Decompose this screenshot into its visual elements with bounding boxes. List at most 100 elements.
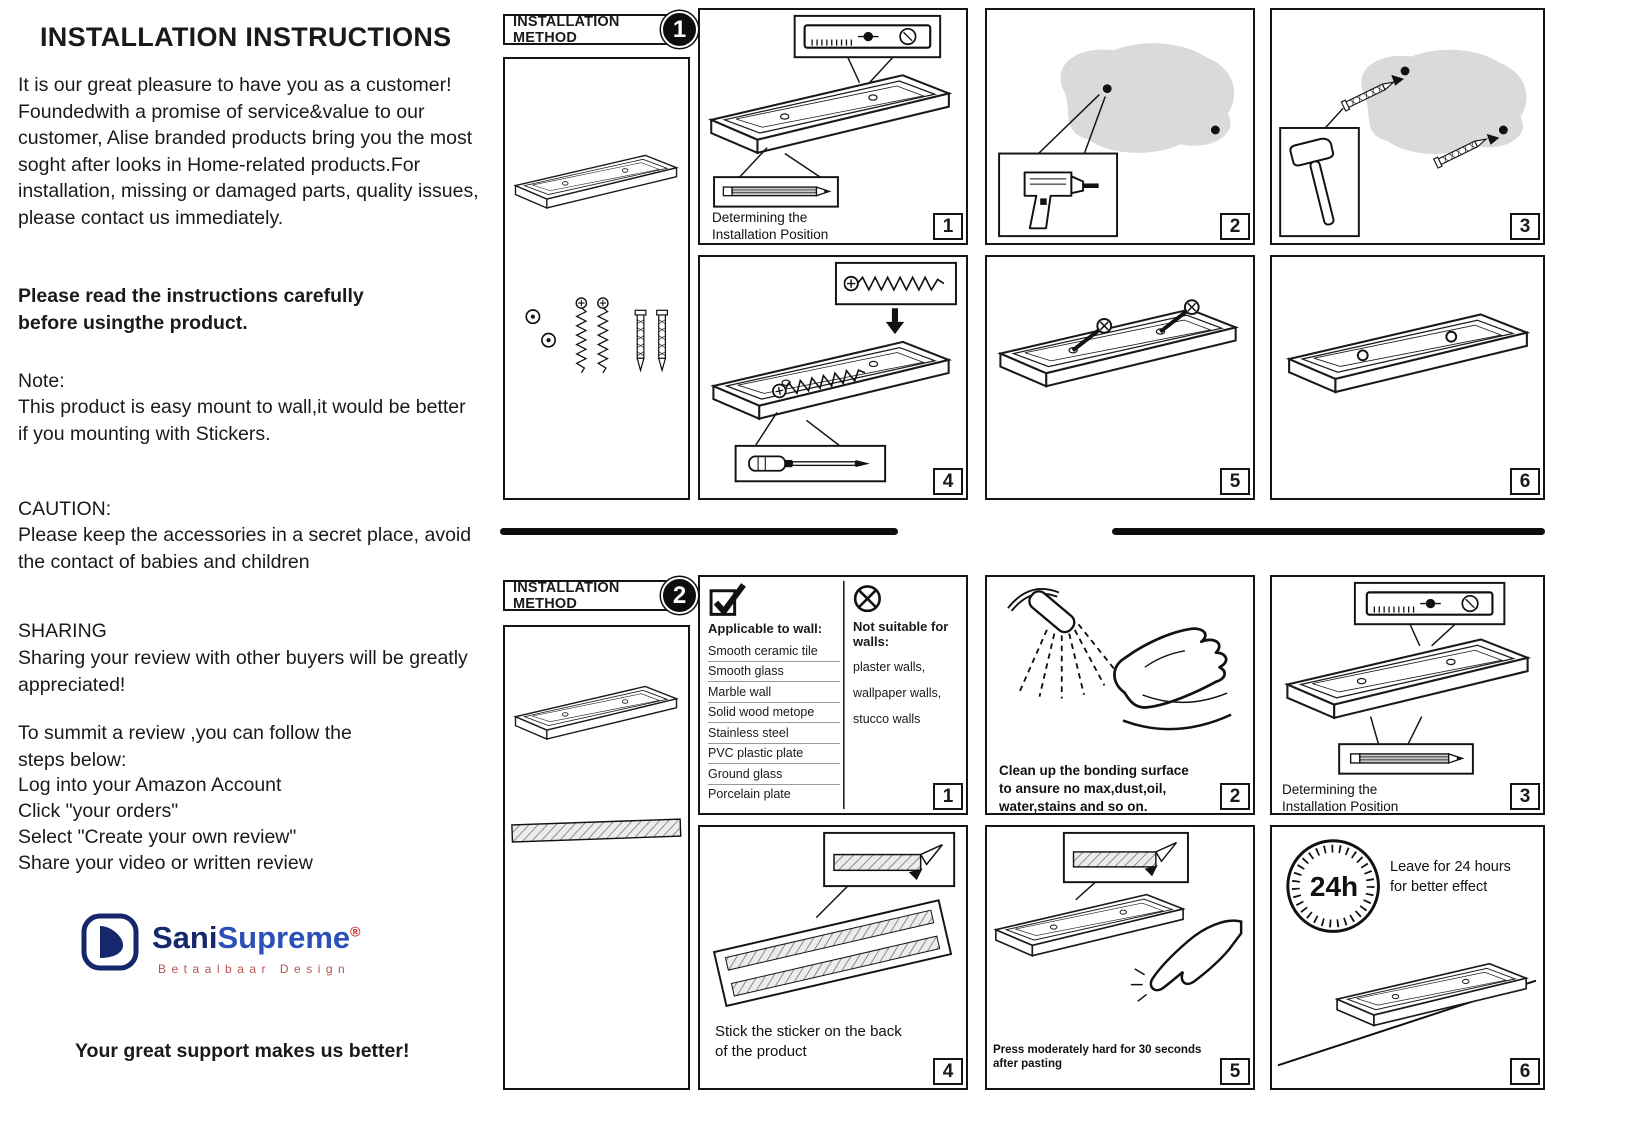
step-number-badge: 2: [1220, 783, 1250, 810]
no-symbol-icon: [853, 585, 881, 613]
intro-paragraph: It is our great pleasure to have you as …: [18, 74, 479, 229]
method1-step4-panel: 4: [698, 255, 968, 500]
review-step-3: Select "Create your own review": [18, 826, 297, 848]
step-number-badge: 3: [1510, 783, 1540, 810]
wall-list-item: plaster walls,: [853, 660, 926, 674]
step-caption: Determining the Installation Position: [1282, 782, 1399, 814]
step-number-badge: 1: [933, 783, 963, 810]
wall-surface: [1060, 43, 1235, 153]
applicable-label: Applicable to wall:: [708, 621, 823, 636]
level-icon: [1367, 592, 1493, 614]
step-caption: Leave for 24 hours for better effect: [1390, 859, 1511, 895]
adhesive-strip-icon: [724, 909, 935, 971]
review-intro: To summit a review ,you can follow the s…: [18, 722, 352, 771]
step-illustration: [1286, 581, 1529, 775]
wall-list-item: Porcelain plate: [708, 787, 791, 801]
pencil-icon: [1349, 753, 1463, 764]
screw-icon: [597, 297, 609, 374]
review-step-1: Log into your Amazon Account: [18, 774, 282, 796]
step-caption: Stick the sticker on the back of the pro…: [715, 1023, 902, 1060]
method2-step5-panel: Press moderately hard for 30 seconds aft…: [985, 825, 1255, 1090]
pressing-hand-icon: [1149, 919, 1243, 992]
parts-illustration: [511, 685, 682, 843]
adhesive-strip-icon: [730, 935, 941, 997]
step-illustration: [712, 261, 957, 483]
method2-header-label: INSTALLATION METHOD: [513, 579, 620, 612]
brand-logo: [80, 912, 140, 972]
shelf-illustration: [712, 340, 950, 420]
clock-icon: [1286, 839, 1380, 933]
hand-icon: [1113, 627, 1228, 709]
step-illustration: [710, 14, 950, 208]
method1-header-label: INSTALLATION METHOD: [513, 13, 620, 46]
step-caption: Press moderately hard for 30 seconds aft…: [993, 1044, 1202, 1070]
method1-step3-panel: 3: [1270, 8, 1545, 245]
shelf-illustration: [1288, 313, 1528, 394]
method2-step2-panel: Clean up the bonding surface to ansure n…: [985, 575, 1255, 815]
adhesive-strip-icon: [511, 818, 682, 843]
wall-list-item: PVC plastic plate: [708, 744, 840, 764]
footer-message: Your great support makes us better!: [75, 1040, 410, 1062]
caution-text: Please keep the accessories in a secret …: [18, 524, 472, 573]
applicable-walls-list: Applicable to wall: Smooth ceramic tile …: [708, 621, 840, 804]
shelf-illustration: [1336, 962, 1528, 1027]
step-illustration: [712, 831, 956, 1008]
step-illustration: [1277, 839, 1537, 1067]
step-illustration: [995, 831, 1243, 1002]
pencil-icon: [722, 186, 831, 197]
step-number-badge: 4: [933, 1058, 963, 1085]
note-label: Note:: [18, 370, 65, 392]
cap-icon: [525, 309, 541, 325]
note-text: This product is easy mount to wall,it wo…: [18, 396, 466, 445]
step-illustration: [1279, 49, 1527, 238]
wall-list-item: wallpaper walls,: [853, 686, 942, 700]
step-illustration: [1288, 313, 1528, 394]
step-illustration: [987, 577, 1232, 731]
down-arrow-icon: [885, 308, 905, 335]
method2-step6-panel: 24h Leave for 24 hours for better effect…: [1270, 825, 1545, 1090]
wall-list-item: Stainless steel: [708, 723, 840, 744]
24h-badge: 24h: [1309, 871, 1359, 902]
brand-name-sani: Sani: [152, 920, 218, 955]
brand-name: SaniSupreme®: [152, 920, 360, 956]
not-suitable-walls-list: Not suitable for walls: plaster walls, w…: [853, 619, 961, 738]
step-caption: Clean up the bonding surface to ansure n…: [999, 763, 1189, 814]
anchor-icon: [634, 309, 647, 372]
method1-header: INSTALLATION METHOD: [503, 13, 675, 46]
method1-parts-panel: [503, 57, 690, 500]
step-number-badge: 2: [1220, 213, 1250, 240]
wall-list-item: Solid wood metope: [708, 703, 840, 723]
step-caption: Determining the Installation Position: [712, 210, 829, 242]
brand-name-supreme: Supreme: [217, 920, 351, 955]
wall-list-item: Smooth ceramic tile: [708, 641, 840, 662]
registered-mark: ®: [350, 923, 361, 940]
method2-step1-panel: Applicable to wall: Smooth ceramic tile …: [698, 575, 968, 815]
shelf-illustration: [514, 685, 678, 740]
wall-surface: [1361, 49, 1527, 154]
step-number-badge: 4: [933, 468, 963, 495]
caution-label: CAUTION:: [18, 498, 112, 520]
screw-icon: [575, 297, 588, 374]
shower-icon: [1010, 588, 1116, 699]
step-illustration: [998, 43, 1235, 238]
step-number-badge: 5: [1220, 1058, 1250, 1085]
review-step-2: Click "your orders": [18, 800, 179, 822]
not-suitable-label: Not suitable for walls:: [853, 619, 949, 649]
parts-illustration: [514, 154, 678, 374]
page-title: INSTALLATION INSTRUCTIONS: [40, 22, 452, 52]
check-icon: [711, 585, 743, 615]
step-number-badge: 3: [1510, 213, 1540, 240]
level-icon: [805, 25, 931, 47]
shelf-illustration: [1286, 638, 1529, 719]
wall-list-item: Marble wall: [708, 682, 840, 703]
section-divider: [1112, 528, 1545, 535]
method2-step3-panel: Determining the Installation Position 3: [1270, 575, 1545, 815]
method2-parts-panel: [503, 625, 690, 1090]
method1-step5-panel: 5: [985, 255, 1255, 500]
method2-step4-panel: Stick the sticker on the back of the pro…: [698, 825, 968, 1090]
brand-tagline: Betaalbaar Design: [158, 962, 351, 976]
shelf-illustration: [514, 154, 678, 209]
section-divider: [500, 528, 898, 535]
wall-list-item: Ground glass: [708, 764, 840, 785]
